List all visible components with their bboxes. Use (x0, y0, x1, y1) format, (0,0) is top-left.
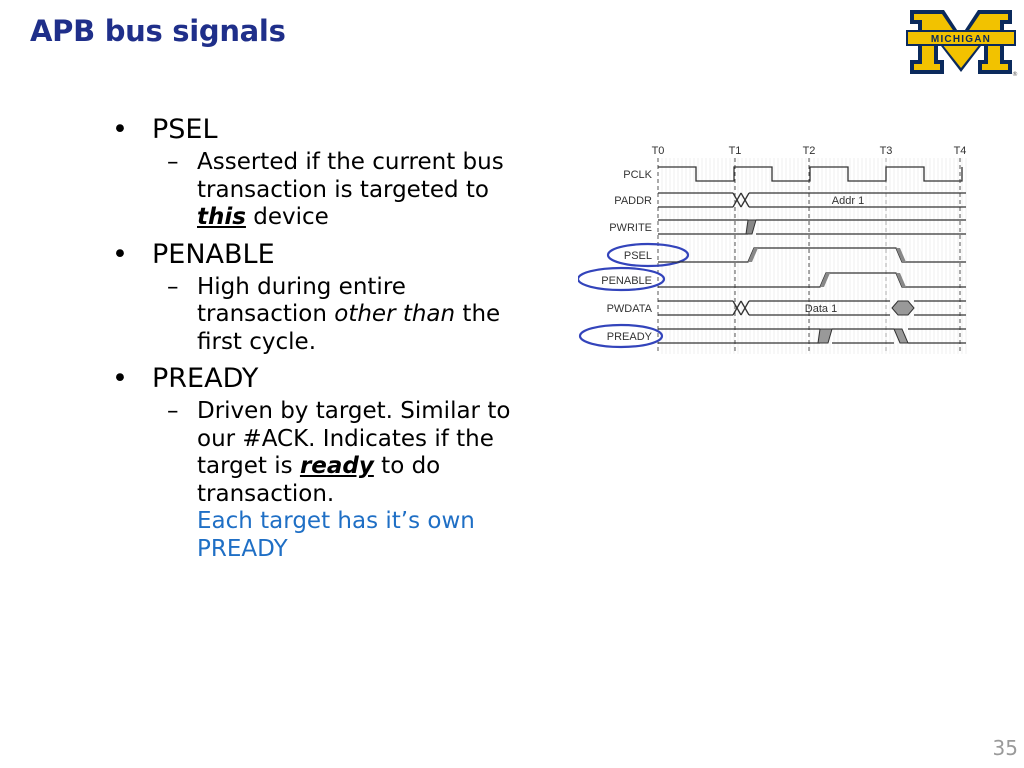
paddr-bus-label: Addr 1 (832, 195, 864, 207)
signal-label: PREADY (607, 331, 653, 343)
page-number: 35 (992, 736, 1018, 760)
pclk-waveform (658, 166, 963, 182)
time-label: T1 (729, 145, 742, 157)
pwdata-bus-label: Data 1 (805, 303, 837, 315)
bullet-label: PENABLE (152, 238, 275, 270)
signal-label: PWDATA (607, 303, 653, 315)
logo-registered-mark: ® (1012, 71, 1018, 78)
time-label: T0 (652, 145, 665, 157)
bullet-item: • PENABLE –High during entire transaction … (112, 238, 512, 357)
highlight-circle (578, 323, 664, 349)
logo-text: MICHIGAN (931, 34, 991, 45)
bullet-dot: • (112, 238, 128, 270)
sub-bullet-dash: – (167, 273, 179, 300)
penable-edge (820, 273, 830, 287)
penable-edge (896, 273, 906, 287)
sub-bullet-text: Driven by target. Similar to our #ACK. I… (197, 398, 511, 479)
psel-edge (896, 248, 906, 262)
pwrite-transition (745, 219, 757, 235)
signal-label: PENABLE (601, 275, 652, 287)
bullet-item: • PREADY –Driven by target. Similar to our… (112, 362, 512, 563)
sub-bullet-text: the first cycle. (197, 301, 501, 355)
bullet-label: PREADY (152, 363, 259, 394)
time-label: T3 (880, 145, 893, 157)
psel-edge (748, 248, 758, 262)
pwdata-transition (740, 300, 750, 316)
bullet-list: •PSEL–Asserted if the current bus transa… (112, 113, 512, 567)
sub-bullet: –Asserted if the current bus transaction… (112, 149, 512, 232)
signal-label: PCLK (623, 169, 652, 181)
pwdata-transition (891, 300, 915, 316)
time-label: T4 (954, 145, 967, 157)
penable-waveform (658, 272, 966, 288)
sub-bullet-text: other than (334, 301, 456, 327)
psel-waveform (658, 247, 966, 263)
sub-bullet-text: ready (299, 453, 374, 479)
signal-label: PWRITE (609, 222, 652, 234)
highlight-circle (606, 242, 690, 268)
signal-label: PSEL (624, 250, 652, 262)
slide-title: APB bus signals (30, 14, 286, 48)
sub-bullet-dash: – (167, 398, 179, 424)
pready-transition (893, 328, 909, 344)
michigan-logo: MICHIGAN ® (906, 10, 1018, 78)
bullet-dot: • (112, 363, 128, 394)
time-label: T2 (803, 145, 816, 157)
bullet-dot: • (112, 114, 128, 145)
paddr-transition (732, 192, 742, 208)
pready-transition (817, 328, 833, 344)
block-m-icon: MICHIGAN ® (906, 10, 1018, 78)
sub-bullet-text: this (197, 204, 246, 230)
bullet-item: • PSEL –Asserted if the current bus transa… (112, 113, 512, 232)
pwdata-transition (732, 300, 742, 316)
sub-bullet-text: Asserted if the current bus transaction … (197, 149, 504, 203)
sub-bullet-text: High during entire transaction (197, 273, 406, 328)
sub-bullet-text: to do transaction. (197, 453, 441, 507)
sub-bullet-text: Each target has it’s own PREADY (197, 508, 475, 562)
highlight-circle (578, 266, 666, 292)
sub-bullet-dash: – (167, 149, 179, 175)
bullet-label: PSEL (152, 114, 218, 145)
sub-bullet-text: device (245, 204, 329, 230)
paddr-transition (740, 192, 750, 208)
sub-bullet: –Driven by target. Similar to our #ACK. … (112, 398, 512, 563)
signal-label: PADDR (614, 195, 652, 207)
sub-bullet: –High during entire transaction other th… (112, 274, 512, 357)
